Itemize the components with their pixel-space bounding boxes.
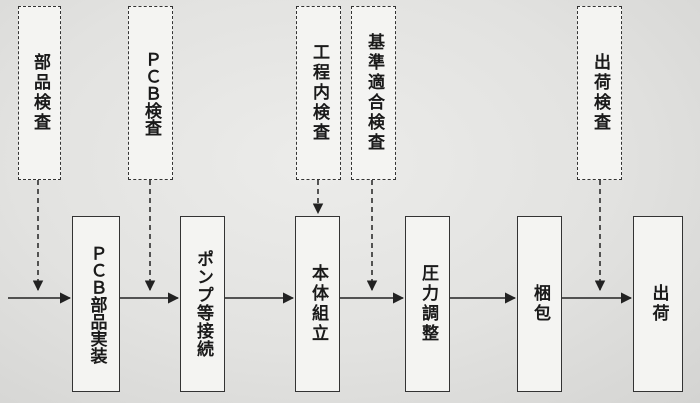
- inspection-parts-box: 部品検査: [18, 6, 61, 180]
- process-packing-box: 梱包: [517, 216, 562, 392]
- process-assembly-label: 本体組立: [308, 264, 328, 344]
- inspection-standard-box: 基準適合検査: [351, 6, 396, 180]
- inspection-shipping-box: 出荷検査: [577, 6, 622, 180]
- process-packing-label: 梱包: [530, 284, 550, 324]
- inspection-inprocess-box: 工程内検査: [296, 6, 341, 180]
- process-pump-connect-box: ポンプ等接続: [180, 216, 225, 392]
- process-ship-box: 出荷: [633, 216, 683, 392]
- process-pump-connect-label: ポンプ等接続: [193, 250, 213, 358]
- process-pressure-box: 圧力調整: [405, 216, 450, 392]
- inspection-pcb-label: ＰＣＢ検査: [141, 50, 161, 136]
- process-pcb-mount-box: ＰＣＢ部品実装: [72, 216, 120, 392]
- inspection-parts-label: 部品検査: [30, 53, 50, 133]
- process-pcb-mount-label: ＰＣＢ部品実装: [86, 244, 107, 364]
- inspection-inprocess-label: 工程内検査: [309, 43, 329, 143]
- inspection-standard-label: 基準適合検査: [364, 33, 384, 153]
- process-ship-label: 出荷: [648, 284, 669, 324]
- process-assembly-box: 本体組立: [295, 216, 340, 392]
- process-pressure-label: 圧力調整: [418, 264, 438, 344]
- inspection-shipping-label: 出荷検査: [590, 53, 610, 133]
- inspection-pcb-box: ＰＣＢ検査: [128, 6, 173, 180]
